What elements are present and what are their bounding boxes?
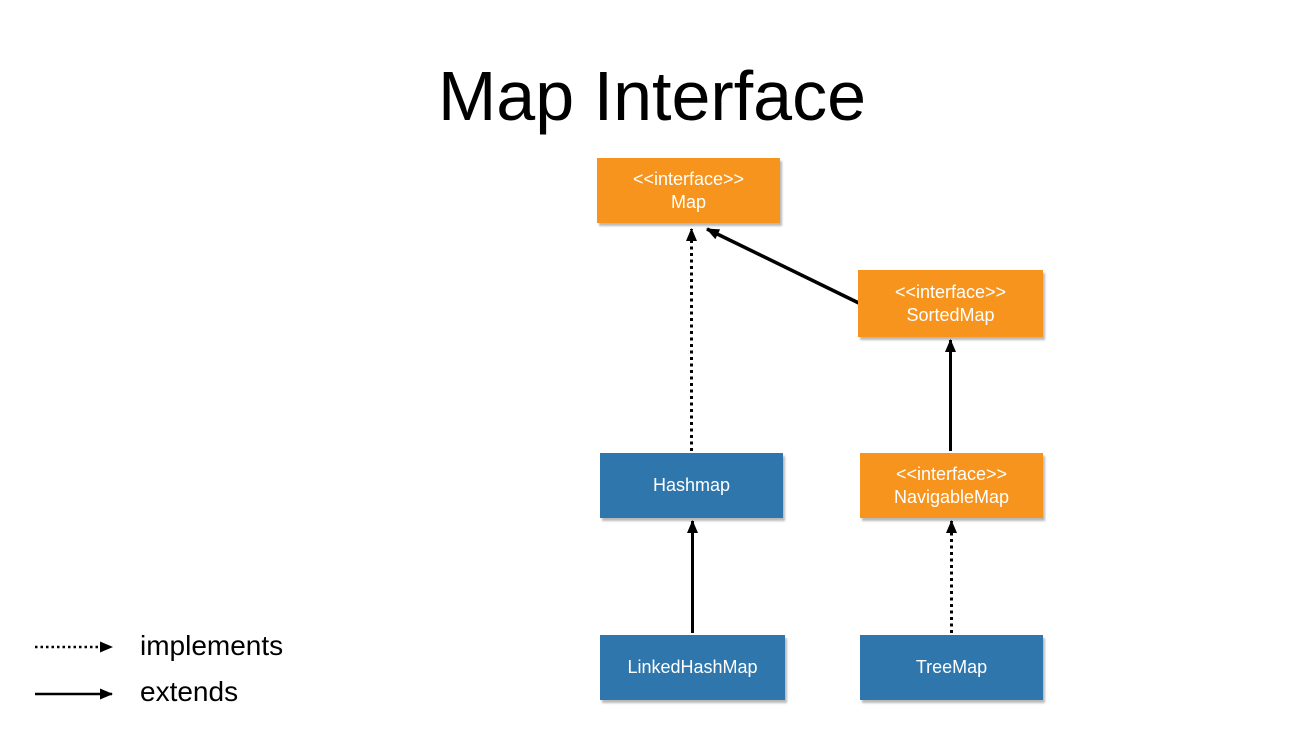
node-navigablemap-interface: <<interface>> NavigableMap xyxy=(860,453,1043,518)
legend-label-implements: implements xyxy=(140,630,284,661)
node-sortedmap-stereotype: <<interface>> xyxy=(894,281,1007,302)
node-map-interface: <<interface>> Map xyxy=(597,158,780,223)
page-title: Map Interface xyxy=(438,57,866,135)
edge-sortedmap-extends-map xyxy=(706,227,870,310)
node-treemap-class: TreeMap xyxy=(860,635,1043,700)
node-treemap-label: TreeMap xyxy=(915,657,988,677)
node-sortedmap-label: SortedMap xyxy=(906,304,995,325)
legend-label-extends: extends xyxy=(140,676,239,707)
node-linkedhashmap-class: LinkedHashMap xyxy=(600,635,785,700)
node-hashmap-class: Hashmap xyxy=(600,453,783,518)
node-navigablemap-label: NavigableMap xyxy=(893,486,1010,507)
node-map-label: Map xyxy=(670,191,706,212)
node-navigablemap-stereotype: <<interface>> xyxy=(895,463,1008,484)
node-hashmap-label: Hashmap xyxy=(652,475,731,495)
node-sortedmap-interface: <<interface>> SortedMap xyxy=(858,270,1043,337)
node-linkedhashmap-label: LinkedHashMap xyxy=(627,657,758,677)
node-map-stereotype: <<interface>> xyxy=(632,168,745,189)
